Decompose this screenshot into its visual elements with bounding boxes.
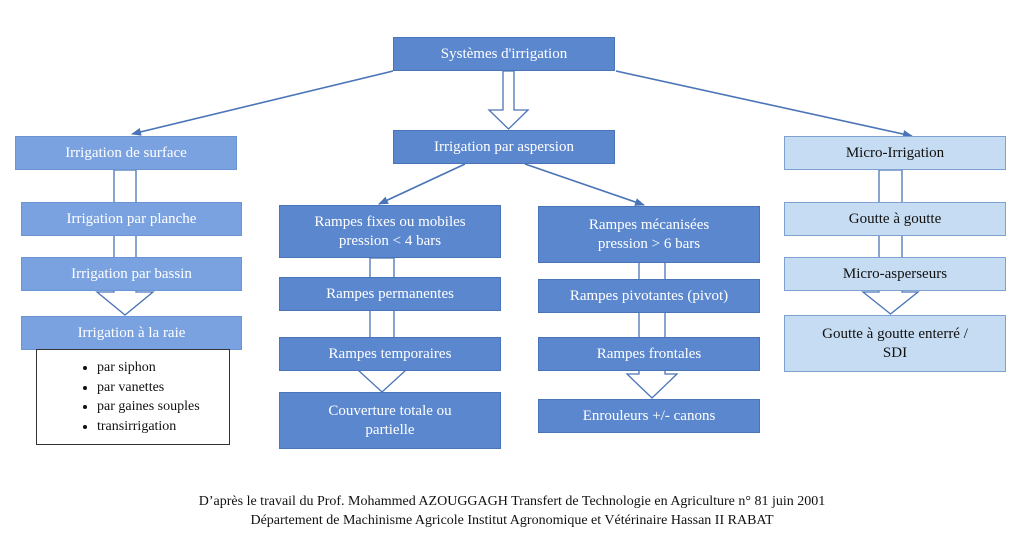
source-caption-line1: D’après le travail du Prof. Mohammed AZO… [198,494,826,509]
micro-item-label: Goutte à goutte [848,210,942,227]
micro-item-sdi: Goutte à goutte enterré / SDI [784,315,1006,372]
micro-irrigation-node: Micro-Irrigation [784,136,1006,170]
micro-sdi-label-line2: SDI [882,344,908,361]
list-item: transirrigation [97,417,229,437]
surface-item-label: Irrigation par planche [66,210,197,227]
mechanized-ramps-label-line1: Rampes mécanisées [588,216,710,233]
micro-item-goutte: Goutte à goutte [784,202,1006,236]
surface-item-label: Irrigation à la raie [77,324,186,341]
aspersion-irrigation-node: Irrigation par aspersion [393,130,615,164]
mechanized-item-label: Enrouleurs +/- canons [582,407,716,424]
block-arrow-root-to-aspersion [487,70,530,130]
mechanized-item-label: Rampes frontales [596,345,702,362]
micro-sdi-label-line1: Goutte à goutte enterré / [822,325,968,342]
fixed-ramps-label-line2: pression < 4 bars [338,232,442,249]
mechanized-ramps-node: Rampes mécanisées pression > 6 bars [538,206,760,263]
connector-aspersion-to-mechanized [524,163,645,206]
block-arrow-surface-column [95,169,155,316]
mechanized-item-frontales: Rampes frontales [538,337,760,371]
raie-methods-list: par siphon par vanettes par gaines soupl… [36,349,230,445]
list-item: par vanettes [97,378,229,398]
mechanized-item-enrouleurs: Enrouleurs +/- canons [538,399,760,433]
aspersion-irrigation-label: Irrigation par aspersion [434,138,574,155]
surface-irrigation-node: Irrigation de surface [15,136,237,170]
surface-item-raie: Irrigation à la raie [21,316,242,350]
micro-irrigation-label: Micro-Irrigation [845,144,945,161]
fixed-item-label: Rampes temporaires [328,345,452,362]
mechanized-item-pivot: Rampes pivotantes (pivot) [538,279,760,313]
block-arrow-micro-column [861,169,920,315]
fixed-coverage-label-line1: Couverture totale ou [328,402,452,419]
micro-item-label: Micro-asperseurs [842,265,948,282]
fixed-coverage-node: Couverture totale ou partielle [279,392,501,449]
surface-item-bassin: Irrigation par bassin [21,257,242,291]
fixed-item-permanentes: Rampes permanentes [279,277,501,311]
root-node-label: Systèmes d'irrigation [440,45,568,62]
fixed-ramps-label-line1: Rampes fixes ou mobiles [314,213,466,230]
connector-root-to-micro [615,70,913,138]
mechanized-ramps-label-line2: pression > 6 bars [597,235,701,252]
fixed-item-label: Rampes permanentes [326,285,454,302]
root-node: Systèmes d'irrigation [393,37,615,71]
fixed-ramps-node: Rampes fixes ou mobiles pression < 4 bar… [279,205,501,258]
surface-item-label: Irrigation par bassin [71,265,192,282]
micro-item-asperseurs: Micro-asperseurs [784,257,1006,291]
surface-item-planche: Irrigation par planche [21,202,242,236]
mechanized-item-label: Rampes pivotantes (pivot) [569,287,729,304]
list-item: par siphon [97,358,229,378]
list-item: par gaines souples [97,397,229,417]
fixed-item-temporaires: Rampes temporaires [279,337,501,371]
fixed-coverage-label-line2: partielle [365,421,415,438]
connector-aspersion-to-fixed [378,163,466,205]
connector-root-to-surface [131,70,394,136]
surface-irrigation-label: Irrigation de surface [65,144,187,161]
source-caption-line2: Département de Machinisme Agricole Insti… [250,513,774,528]
